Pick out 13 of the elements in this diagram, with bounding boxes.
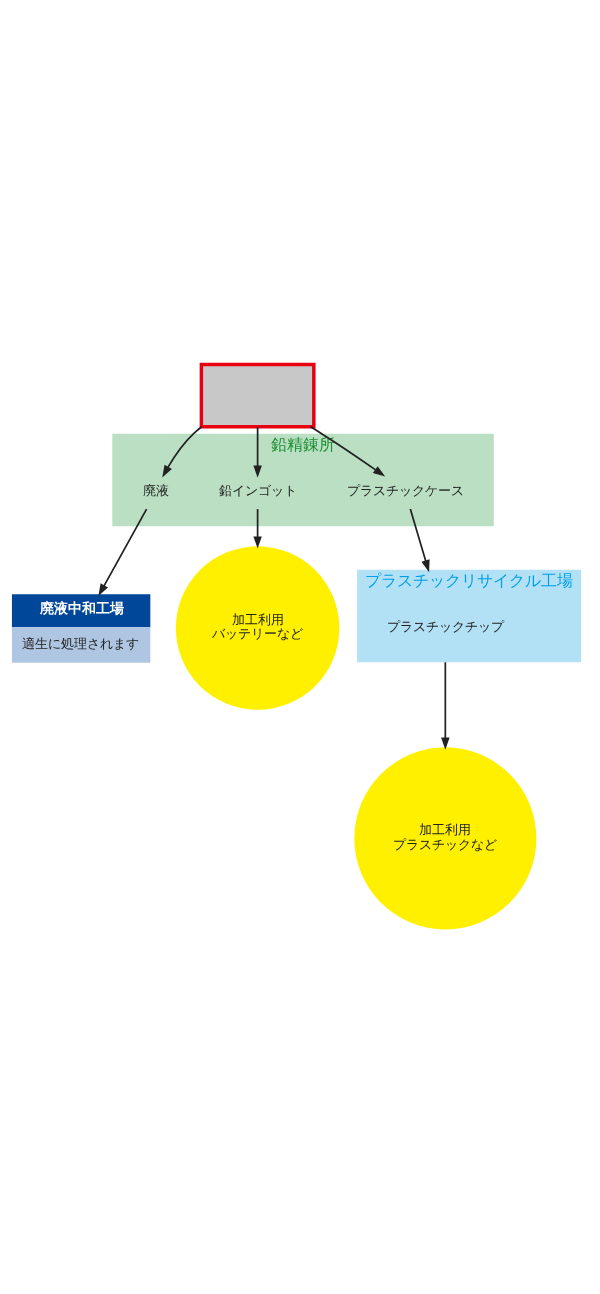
node-text: プラスチックケース bbox=[347, 483, 465, 499]
node-circle: 加工利用 バッテリーなど bbox=[175, 546, 340, 710]
node-text: 廃液 bbox=[142, 483, 169, 499]
arrow bbox=[253, 508, 262, 549]
arrow bbox=[98, 508, 148, 597]
node-circle: 加工利用 プラスチックなど bbox=[354, 747, 537, 930]
arrow bbox=[162, 425, 203, 478]
node-text: プラスチックチップ bbox=[386, 619, 504, 635]
node-text: 鉛インゴット bbox=[218, 483, 297, 499]
node-box bbox=[199, 362, 316, 429]
arrow bbox=[441, 661, 450, 750]
arrow bbox=[253, 426, 262, 478]
arrow bbox=[309, 425, 386, 477]
